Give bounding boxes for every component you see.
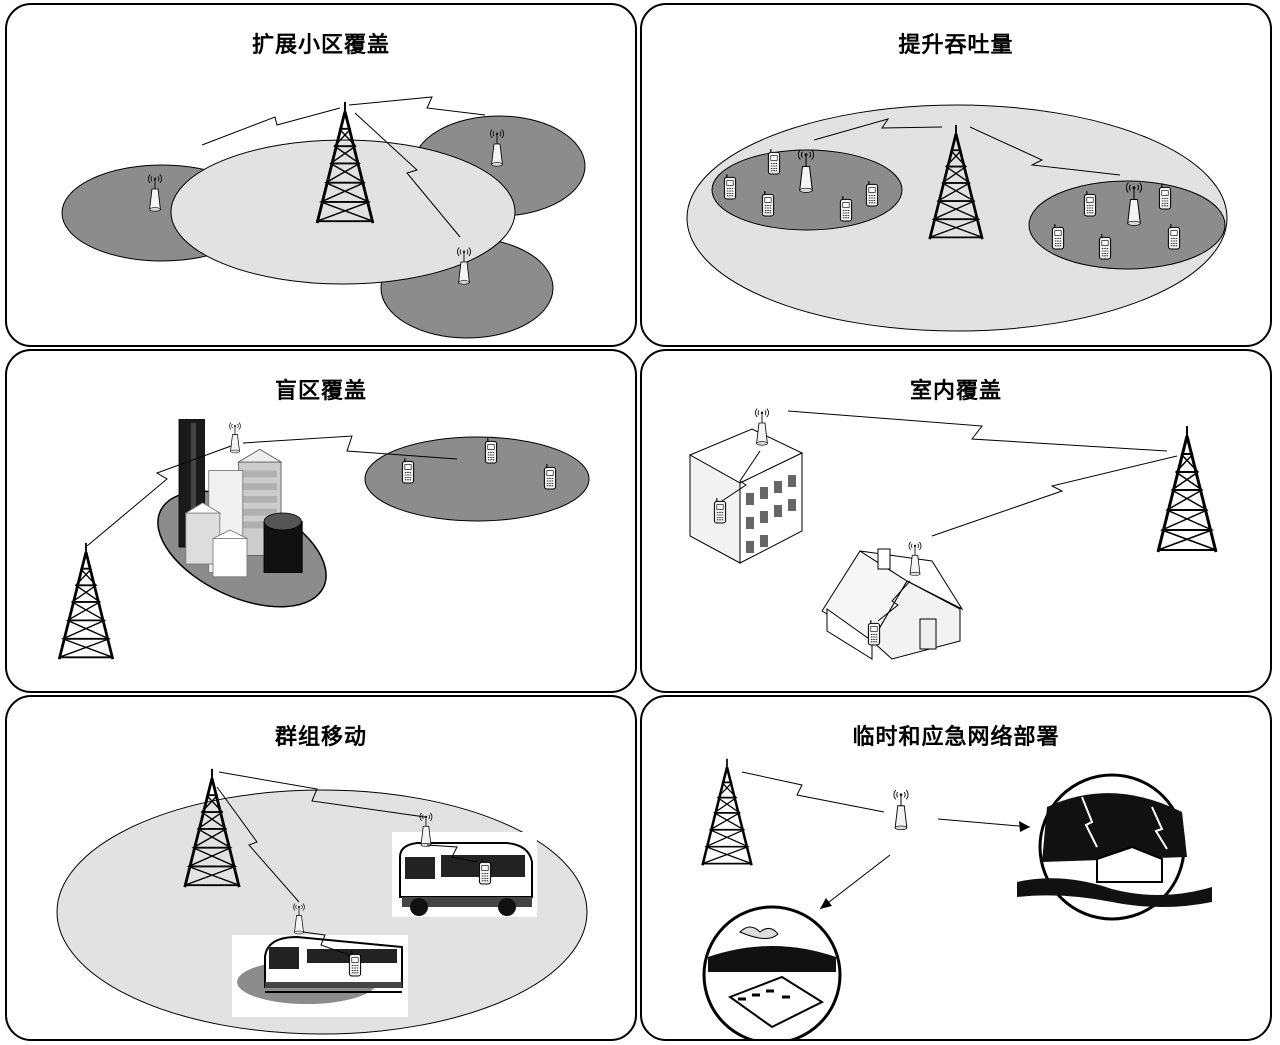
panel-title: 临时和应急网络部署 bbox=[852, 725, 1060, 750]
phone-icon bbox=[865, 180, 879, 207]
wireless-link-icon bbox=[877, 580, 911, 622]
city-buildings-icon bbox=[178, 418, 303, 578]
wireless-link-icon bbox=[721, 450, 761, 502]
phone-icon bbox=[1167, 223, 1181, 250]
phone-icon bbox=[401, 457, 415, 484]
train-icon bbox=[232, 935, 408, 1017]
phone-icon bbox=[1098, 233, 1112, 260]
arrow-head bbox=[1019, 821, 1030, 832]
panel-title: 群组移动 bbox=[274, 725, 367, 750]
panel-emergency-deployment-art bbox=[701, 757, 1212, 1039]
wireless-link-icon bbox=[302, 931, 350, 956]
arrow-link bbox=[937, 818, 1031, 828]
earthquake-disaster-icon bbox=[702, 905, 842, 1039]
panel-blind-spot-coverage: 盲区覆盖 bbox=[5, 349, 637, 693]
relay-node-icon bbox=[229, 421, 241, 454]
phone-icon bbox=[1051, 223, 1065, 250]
wireless-link-icon bbox=[787, 410, 1168, 452]
phone-icon bbox=[761, 190, 775, 217]
wireless-link-icon bbox=[242, 435, 458, 460]
panel-group-mobility: 群组移动 bbox=[5, 695, 637, 1041]
relay-node-icon bbox=[754, 407, 770, 446]
panel-extend-coverage-art bbox=[61, 96, 586, 339]
phone-icon bbox=[1158, 183, 1172, 210]
arrow-link bbox=[819, 854, 891, 910]
relay-node-icon bbox=[893, 789, 909, 831]
panel-increase-throughput-art bbox=[686, 104, 1228, 332]
phone-icon bbox=[713, 497, 727, 524]
phone-icon bbox=[478, 858, 492, 885]
wireless-link-icon bbox=[86, 445, 232, 547]
phone-icon bbox=[543, 463, 557, 490]
wireless-link-icon bbox=[813, 118, 943, 141]
panel-title: 盲区覆盖 bbox=[274, 379, 367, 404]
panel-title: 提升吞吐量 bbox=[898, 33, 1014, 58]
panel-extend-coverage: 扩展小区覆盖 bbox=[5, 3, 637, 347]
phone-icon bbox=[839, 195, 853, 222]
base-station-tower-icon bbox=[1156, 424, 1218, 554]
base-station-tower-icon bbox=[57, 541, 115, 661]
wireless-link-icon bbox=[426, 844, 478, 863]
wireless-link-icon bbox=[216, 786, 300, 903]
wireless-link-icon bbox=[741, 771, 885, 813]
wireless-link-icon bbox=[201, 107, 341, 146]
base-station-tower-icon bbox=[701, 757, 753, 867]
wireless-link-icon bbox=[969, 126, 1121, 176]
phone-icon bbox=[348, 950, 362, 977]
panel-title: 扩展小区覆盖 bbox=[251, 33, 390, 58]
phone-icon bbox=[1083, 190, 1097, 217]
wireless-link-icon bbox=[931, 455, 1178, 537]
house-icon bbox=[821, 548, 964, 660]
phone-icon bbox=[723, 173, 737, 200]
wireless-link-icon bbox=[218, 771, 426, 818]
office-building-icon bbox=[688, 428, 804, 564]
flood-disaster-icon bbox=[1017, 773, 1212, 921]
phone-icon bbox=[867, 619, 881, 646]
panel-title: 室内覆盖 bbox=[909, 379, 1002, 404]
arrow-head bbox=[820, 898, 832, 909]
panel-group-mobility-art bbox=[56, 767, 588, 1035]
panel-indoor-coverage: 室内覆盖 bbox=[640, 349, 1272, 693]
phone-icon bbox=[767, 148, 781, 175]
panel-indoor-coverage-art bbox=[688, 407, 1218, 660]
panel-emergency-deployment: 临时和应急网络部署 bbox=[640, 695, 1272, 1041]
wireless-link-icon bbox=[354, 112, 461, 238]
panel-blind-spot-coverage-art bbox=[57, 418, 590, 661]
bus-icon bbox=[392, 832, 537, 917]
wireless-link-icon bbox=[348, 96, 486, 116]
relay-cell-remote bbox=[364, 436, 590, 522]
phone-icon bbox=[484, 437, 498, 464]
relay-cell-right bbox=[1028, 180, 1226, 270]
panel-increase-throughput: 提升吞吐量 bbox=[640, 3, 1272, 347]
